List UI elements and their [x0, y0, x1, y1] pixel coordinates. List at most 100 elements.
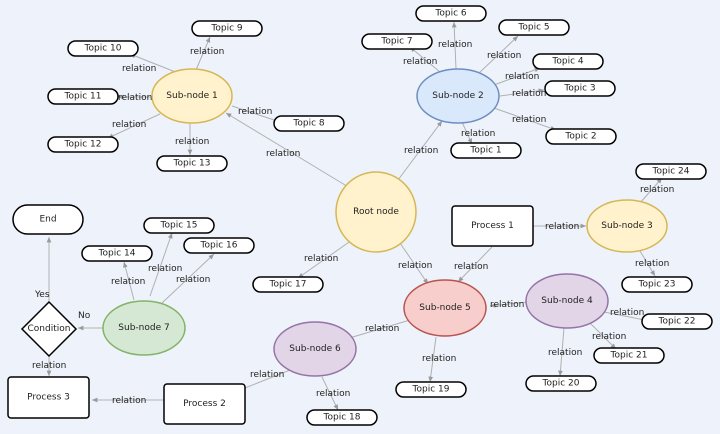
sub-node-6[interactable]: Sub-node 6 [273, 321, 357, 377]
relation-label: relation [592, 332, 626, 342]
no-label: No [78, 311, 91, 321]
edge-s1-t12 [107, 113, 161, 139]
sub-node-4[interactable]: Sub-node 4 [525, 273, 609, 329]
svg-text:Topic 20: Topic 20 [542, 379, 580, 389]
svg-text:Topic 1: Topic 1 [469, 146, 501, 156]
topic-node-13[interactable]: Topic 13 [156, 155, 228, 172]
sub-node-1[interactable]: Sub-node 1 [151, 68, 233, 124]
topic-node-3[interactable]: Topic 3 [544, 80, 616, 97]
relation-label: relation [548, 348, 582, 358]
edge-s5-s6 [345, 319, 411, 340]
svg-text:Sub-node 7: Sub-node 7 [118, 323, 169, 333]
relation-label: relation [610, 308, 644, 318]
process-2-node[interactable]: Process 2 [163, 383, 246, 425]
edge-s6-t18 [321, 376, 339, 411]
topic-node-8[interactable]: Topic 8 [273, 115, 345, 132]
topic-node-17[interactable]: Topic 17 [252, 276, 324, 293]
edge-root-s5 [399, 242, 429, 285]
svg-text:Topic 15: Topic 15 [160, 221, 198, 231]
edge-s4-t20 [558, 327, 565, 377]
svg-text:Topic 10: Topic 10 [84, 44, 122, 54]
svg-text:Topic 22: Topic 22 [658, 317, 696, 327]
flow-nodes: Process 1 Process 2 Process 3 End Condit… [7, 204, 534, 425]
topic-node-9[interactable]: Topic 9 [191, 20, 263, 37]
topic-node-12[interactable]: Topic 12 [47, 136, 119, 153]
edge-s2-t4 [493, 67, 541, 86]
svg-text:Topic 19: Topic 19 [412, 385, 450, 395]
svg-text:Topic 5: Topic 5 [517, 23, 549, 33]
sub-node-7[interactable]: Sub-node 7 [102, 300, 186, 356]
edge-s1-t9 [195, 36, 211, 71]
topic-node-5[interactable]: Topic 5 [498, 19, 570, 36]
relation-label: relation [438, 40, 472, 50]
topic-node-22[interactable]: Topic 22 [641, 313, 713, 330]
relation-label: relation [461, 129, 495, 139]
topic-node-19[interactable]: Topic 19 [395, 381, 467, 398]
relation-label: relation [304, 254, 338, 264]
condition-node[interactable]: Condition [20, 300, 78, 358]
edge-s6-p2 [239, 369, 291, 391]
topic-node-20[interactable]: Topic 20 [525, 375, 597, 392]
topic-node-14[interactable]: Topic 14 [81, 245, 153, 262]
relation-label: relation [545, 222, 579, 232]
edge-s7-t14 [123, 261, 135, 301]
relation-label: relation [512, 89, 546, 99]
svg-text:Sub-node 6: Sub-node 6 [289, 344, 341, 354]
topic-node-7[interactable]: Topic 7 [361, 33, 433, 50]
process-3-node[interactable]: Process 3 [7, 376, 90, 419]
sub-node-5[interactable]: Sub-node 5 [403, 279, 487, 337]
svg-text:Topic 16: Topic 16 [200, 241, 238, 251]
topic-node-23[interactable]: Topic 23 [621, 276, 693, 293]
topic-node-21[interactable]: Topic 21 [593, 347, 665, 364]
yes-label: Yes [34, 290, 50, 300]
edge-s2-t3 [499, 88, 545, 97]
sub-node-2[interactable]: Sub-node 2 [416, 68, 500, 124]
edge-s2-t7 [409, 46, 441, 73]
svg-text:Topic 4: Topic 4 [551, 57, 583, 67]
topic-node-15[interactable]: Topic 15 [143, 217, 215, 234]
svg-text:Topic 2: Topic 2 [564, 132, 596, 142]
sub-node-3[interactable]: Sub-node 3 [586, 199, 668, 253]
svg-text:Topic 8: Topic 8 [292, 119, 324, 129]
topic-node-11[interactable]: Topic 11 [47, 88, 119, 105]
relation-label: relation [454, 262, 488, 272]
process-1-node[interactable]: Process 1 [451, 205, 534, 247]
edge-s2-t6 [451, 21, 457, 70]
relation-label: relation [487, 51, 521, 61]
svg-text:Topic 12: Topic 12 [64, 140, 102, 150]
svg-text:Topic 7: Topic 7 [380, 37, 412, 47]
relation-label: relation [316, 389, 350, 399]
relation-label: relation [490, 300, 524, 310]
topic-node-16[interactable]: Topic 16 [183, 237, 255, 254]
topic-node-2[interactable]: Topic 2 [545, 128, 617, 145]
edge-s3-t24 [639, 177, 663, 204]
relation-label: relation [266, 149, 300, 159]
topic-node-24[interactable]: Topic 24 [635, 163, 707, 180]
relation-label: relation [112, 396, 146, 406]
edge-s7-t16 [161, 253, 215, 304]
topic-node-10[interactable]: Topic 10 [67, 40, 139, 57]
relation-label: relation [238, 107, 272, 117]
relation-label: relation [175, 137, 209, 147]
end-node[interactable]: End [12, 204, 84, 235]
edge-s1-t8 [231, 105, 281, 123]
edge-s2-t2 [493, 107, 557, 131]
svg-text:End: End [39, 215, 56, 225]
svg-text:Sub-node 5: Sub-node 5 [419, 303, 470, 313]
relation-label: relation [250, 370, 284, 380]
root-node[interactable]: Root node [335, 171, 417, 253]
relation-label: relation [403, 57, 437, 67]
topic-node-4[interactable]: Topic 4 [532, 53, 604, 70]
edge-root-s2 [397, 120, 443, 181]
topic-node-6[interactable]: Topic 6 [415, 5, 487, 22]
topic-node-18[interactable]: Topic 18 [306, 409, 378, 426]
svg-text:Topic 18: Topic 18 [323, 413, 361, 423]
svg-text:Topic 11: Topic 11 [64, 92, 102, 102]
relation-label: relation [505, 72, 539, 82]
edge-s2-t5 [477, 35, 519, 75]
relation-label: relation [404, 146, 438, 156]
topic-node-1[interactable]: Topic 1 [450, 142, 522, 159]
svg-text:Topic 14: Topic 14 [98, 249, 136, 259]
relation-label: relation [118, 93, 152, 103]
